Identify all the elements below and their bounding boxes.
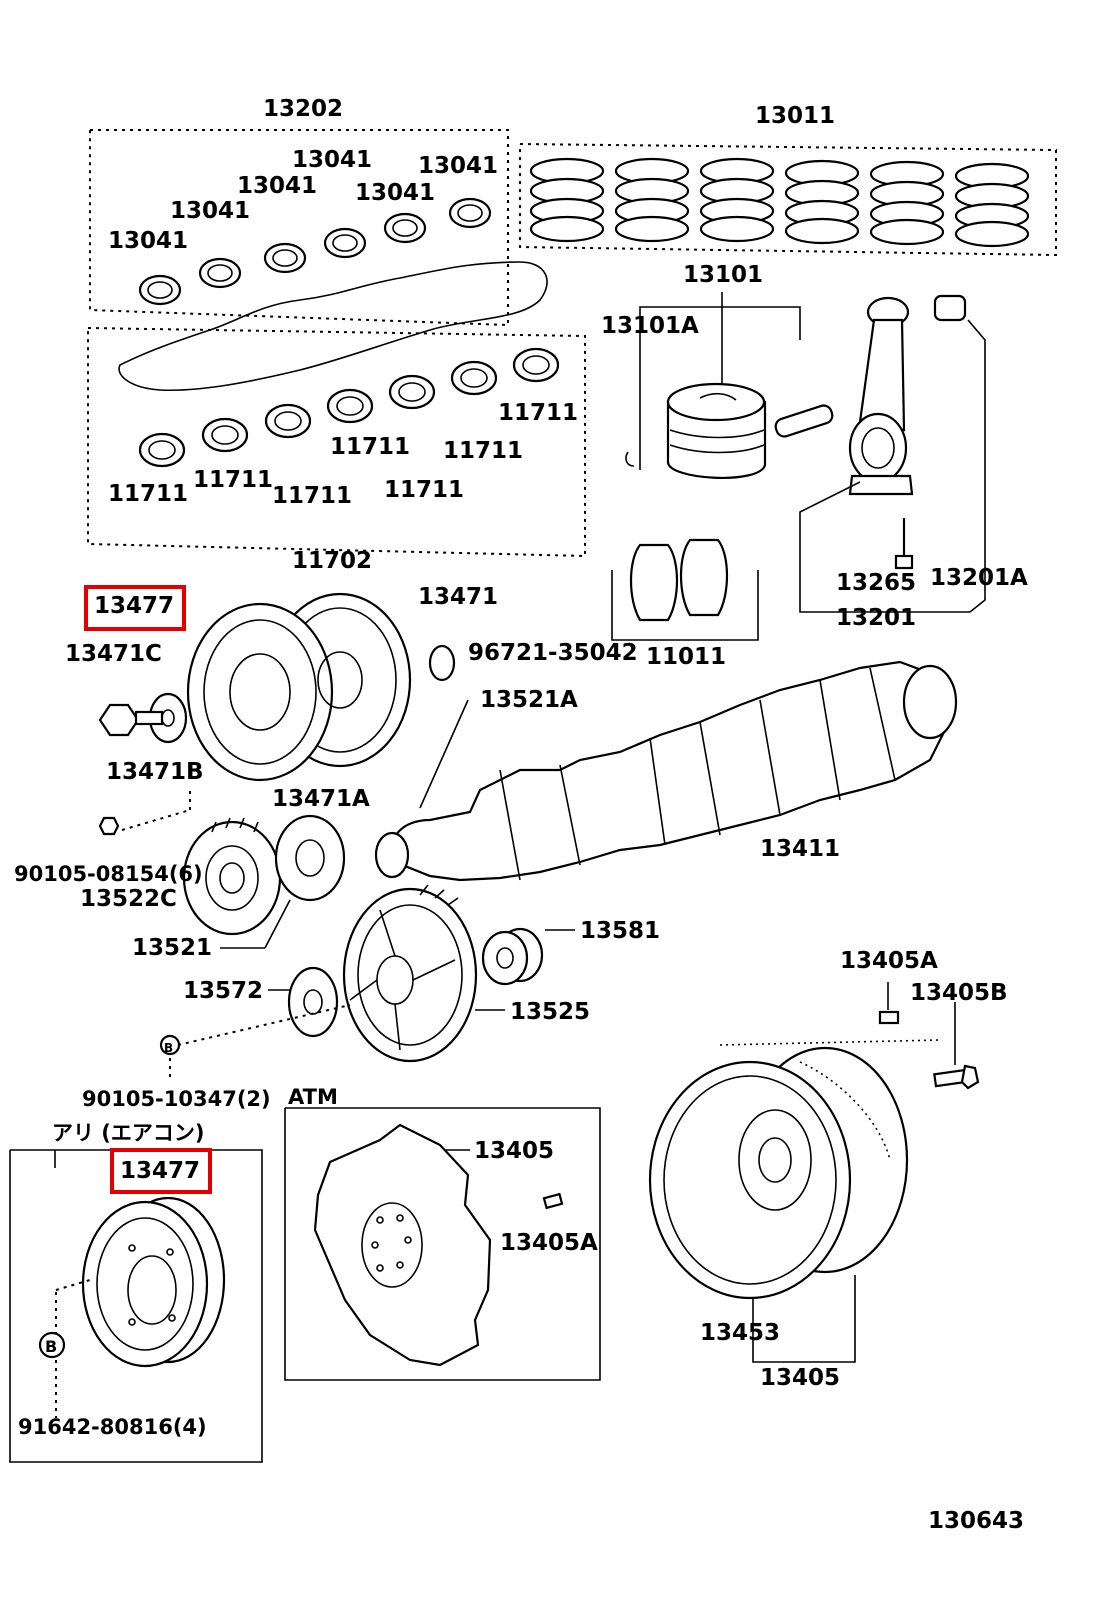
figure-id: 130643	[928, 1508, 1024, 1534]
label-13041-b: 13041	[418, 153, 498, 179]
flywheel	[648, 1039, 941, 1300]
label-13477-bottom: 13477	[120, 1158, 200, 1184]
piston	[666, 382, 767, 479]
label-11711-d: 11711	[193, 467, 273, 493]
label-11011: 11011	[646, 644, 726, 670]
crank-timing-gear	[182, 817, 282, 936]
lower-bearing-shells	[138, 347, 560, 468]
callout-b-lower	[38, 1331, 66, 1359]
bracket-13201	[799, 481, 970, 613]
bracket-13101	[639, 306, 801, 470]
spacer-13405A-inner	[542, 1192, 564, 1210]
crankshaft	[374, 660, 958, 882]
label-13477-top: 13477	[94, 593, 174, 619]
callout-b-lower-text: B	[45, 1337, 57, 1356]
crank-silhouette	[118, 261, 548, 392]
leader-90105-08154	[121, 809, 191, 831]
flywheel-bolt	[933, 1064, 980, 1090]
drive-plate-13405	[313, 1123, 492, 1367]
label-13041-d: 13041	[355, 180, 435, 206]
leader-b-bolt	[177, 1004, 351, 1046]
group-box-13011	[519, 143, 1057, 257]
label-13453: 13453	[700, 1320, 780, 1346]
pulley-bolt-and-washer	[98, 692, 188, 744]
label-11702: 11702	[292, 548, 372, 574]
leader-13471A	[419, 699, 469, 809]
label-13521: 13521	[132, 935, 212, 961]
callout-b-upper	[159, 1034, 181, 1056]
label-13202: 13202	[263, 96, 343, 122]
label-13041-f: 13041	[108, 228, 188, 254]
label-13041-a: 13041	[292, 147, 372, 173]
label-11711-g: 11711	[272, 483, 352, 509]
label-13011: 13011	[755, 103, 835, 129]
piston-ring-sets	[529, 157, 1030, 248]
rod-bolt	[894, 518, 914, 570]
callout-b-upper-text: B	[164, 1041, 173, 1055]
label-13522C: 13522C	[80, 886, 177, 912]
label-13405B: 13405B	[910, 980, 1008, 1006]
aircon-crank-pulley	[81, 1196, 226, 1368]
small-end-bushing	[933, 294, 967, 322]
label-13041-e: 13041	[170, 198, 250, 224]
label-13405A-box: 13405A	[500, 1230, 598, 1256]
label-13521A: 13521A	[480, 687, 578, 713]
leader-13405-fw	[752, 1275, 856, 1363]
label-13405-box: 13405	[474, 1138, 554, 1164]
label-13572: 13572	[183, 978, 263, 1004]
label-90105-08154: 90105-08154(6)	[14, 862, 203, 886]
label-13201A: 13201A	[930, 565, 1028, 591]
oil-pump-drive-rotor	[274, 814, 346, 902]
crank-pulley-damper	[186, 592, 412, 782]
oil-seal-ring	[428, 644, 456, 682]
label-11711-b: 11711	[330, 434, 410, 460]
label-13101: 13101	[683, 262, 763, 288]
highlight-13477-bottom	[110, 1148, 212, 1194]
label-11711-f: 11711	[108, 481, 188, 507]
timing-pulley-13525	[342, 884, 478, 1063]
label-13471: 13471	[418, 584, 498, 610]
label-96721-35042: 96721-35042	[468, 640, 638, 666]
label-13581: 13581	[580, 918, 660, 944]
label-90105-10347: 90105-10347(2)	[82, 1087, 271, 1111]
label-91642-80816: 91642-80816(4)	[18, 1415, 207, 1439]
label-13101A: 13101A	[601, 313, 699, 339]
label-11711-a: 11711	[498, 400, 578, 426]
upper-bearing-shells	[138, 197, 492, 306]
label-11711-e: 11711	[384, 477, 464, 503]
label-13471B: 13471B	[106, 759, 204, 785]
thrust-washers	[611, 538, 759, 641]
label-atm: ATM	[288, 1085, 338, 1109]
label-13471A: 13471A	[272, 786, 370, 812]
leader-13521-v	[264, 899, 291, 949]
label-13411: 13411	[760, 836, 840, 862]
label-13525: 13525	[510, 999, 590, 1025]
piston-pin-clip	[625, 451, 635, 467]
spacer-13581	[481, 927, 544, 986]
label-13201: 13201	[836, 605, 916, 631]
small-bolt	[98, 816, 120, 836]
label-13041-c: 13041	[237, 173, 317, 199]
highlight-13477-top	[84, 585, 186, 631]
piston-pin	[774, 404, 834, 438]
label-aircon: アリ (エアコン)	[52, 1121, 205, 1145]
label-11711-c: 11711	[443, 438, 523, 464]
bracket-13201a	[967, 319, 986, 613]
leader-b-lower-h	[55, 1279, 91, 1291]
plate-13572	[287, 966, 339, 1038]
label-13405A-top: 13405A	[840, 948, 938, 974]
label-13405-flywheel: 13405	[760, 1365, 840, 1391]
label-13265: 13265	[836, 570, 916, 596]
label-13471C: 13471C	[65, 641, 162, 667]
connecting-rod	[848, 296, 914, 496]
spacer-13405A-outer	[878, 1010, 900, 1025]
atm-box	[284, 1107, 601, 1381]
